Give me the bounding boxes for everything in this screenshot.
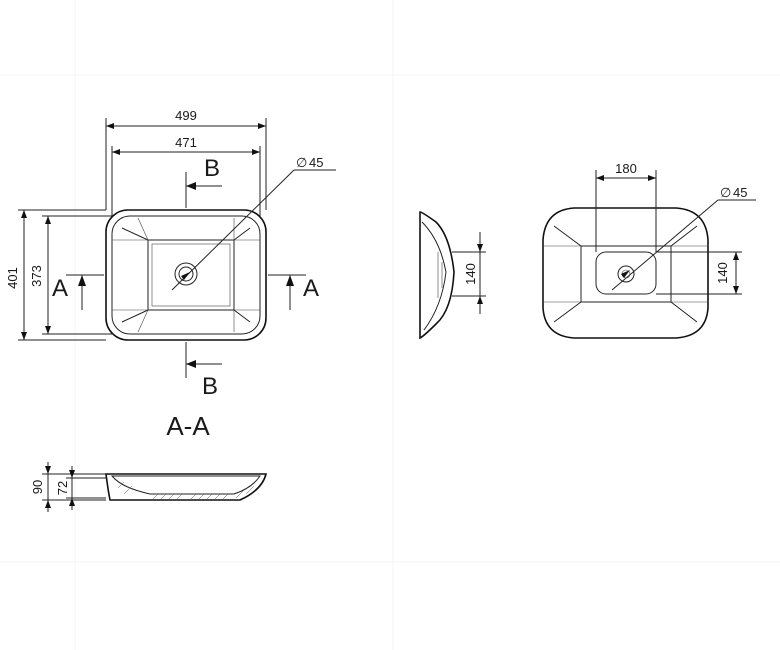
drain-outer-ring <box>174 262 198 286</box>
bottom-drain-pad <box>595 251 657 295</box>
section-a-right-label: A <box>303 275 319 302</box>
section-view: A-A 90 72 <box>30 411 268 512</box>
basin-inner-outline <box>111 215 261 335</box>
side-profile-inner <box>421 221 447 331</box>
dim-bowl-height: 72 <box>55 481 70 495</box>
bottom-outer-outline <box>542 207 709 339</box>
side-view: 140 <box>419 211 486 340</box>
section-hatching <box>117 481 255 501</box>
dim-drain-top: 45 <box>309 155 323 170</box>
dim-inner-depth: 373 <box>29 265 44 287</box>
bottom-drain-outer <box>617 265 635 283</box>
drain-inner-ring <box>178 266 194 282</box>
section-title: A-A <box>166 411 210 441</box>
bottom-view: 180 140 ∅ 45 <box>542 161 756 339</box>
drain-diameter-symbol: ∅ <box>296 155 307 170</box>
section-a-left-label: A <box>52 275 68 302</box>
basin-outer-outline <box>105 209 267 341</box>
dim-base-width: 180 <box>615 161 637 176</box>
bowl-bottom-outline <box>147 239 235 311</box>
dim-side-base-height: 140 <box>463 263 478 285</box>
bottom-base-outline <box>580 245 672 303</box>
dim-inner-width: 471 <box>175 135 197 150</box>
dim-base-depth: 140 <box>715 262 730 284</box>
section-profile-inner <box>110 475 261 495</box>
dim-overall-width: 499 <box>175 108 197 123</box>
section-b-bottom-label: B <box>202 373 218 400</box>
section-b-top-label: B <box>204 155 220 182</box>
dim-overall-depth: 401 <box>5 267 20 289</box>
bowl-bottom-inner <box>151 243 231 307</box>
side-profile-outer <box>419 211 455 340</box>
bottom-drain-diameter-symbol: ∅ <box>720 185 731 200</box>
top-view: 499 471 401 373 ∅ 45 B B <box>5 108 336 400</box>
dim-drain-bottom: 45 <box>733 185 747 200</box>
dim-total-height: 90 <box>30 480 45 494</box>
section-profile-outer <box>105 473 268 501</box>
